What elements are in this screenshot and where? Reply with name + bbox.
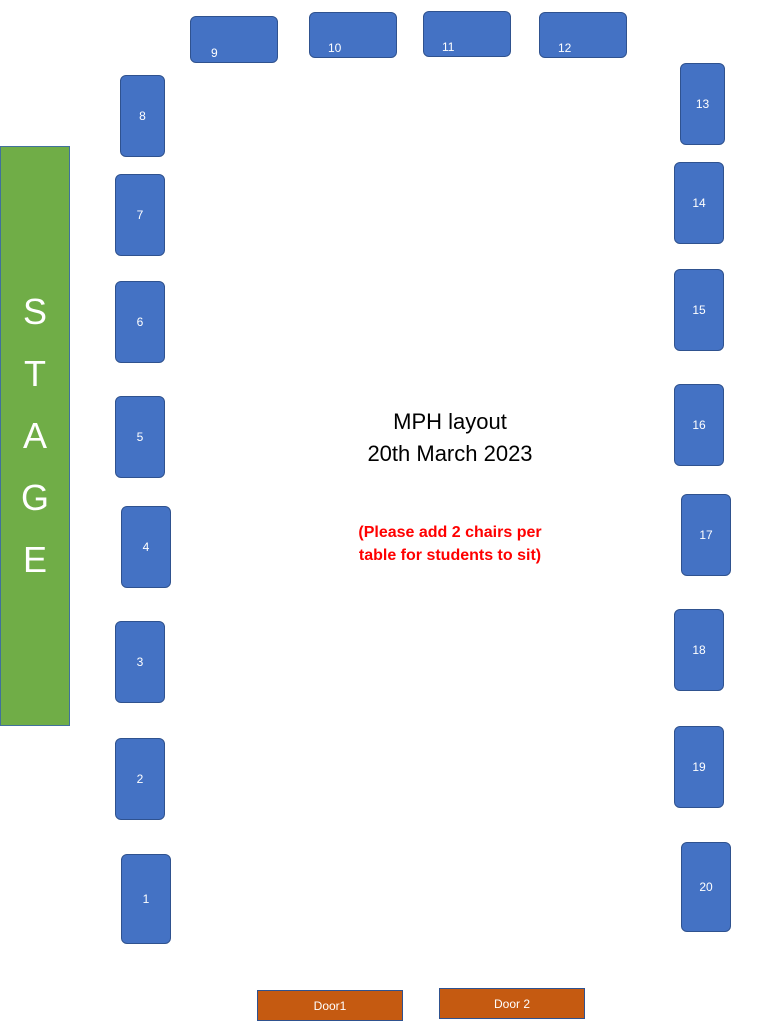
table-14: 14 <box>674 162 724 244</box>
stage-letter: G <box>20 477 49 518</box>
table-label: 13 <box>695 97 710 111</box>
table-9: 9 <box>190 16 278 63</box>
table-label: 1 <box>142 892 150 906</box>
table-10: 10 <box>309 12 397 58</box>
stage: S T A G E <box>0 146 70 726</box>
table-2: 2 <box>115 738 165 820</box>
table-label: 6 <box>136 315 144 329</box>
table-label: 4 <box>142 540 150 554</box>
table-label: 12 <box>558 41 572 55</box>
table-label: 8 <box>139 109 146 123</box>
note-line-2: table for students to sit) <box>358 547 542 564</box>
table-11: 11 <box>423 11 511 57</box>
layout-title: MPH layout 20th March 2023 <box>300 406 600 470</box>
stage-letter: A <box>22 415 47 456</box>
table-20: 20 <box>681 842 731 932</box>
table-label: 2 <box>136 772 144 786</box>
table-6: 6 <box>115 281 165 363</box>
note-line-1: (Please add 2 chairs per <box>358 524 542 541</box>
stage-letter: S <box>22 291 47 332</box>
table-17: 17 <box>681 494 731 576</box>
table-5: 5 <box>115 396 165 478</box>
door-1: Door1 <box>257 990 403 1021</box>
table-label: 5 <box>136 430 144 444</box>
table-label: 18 <box>692 643 706 657</box>
table-7: 7 <box>115 174 165 256</box>
table-label: 7 <box>136 208 144 222</box>
stage-letter: E <box>22 539 47 580</box>
table-16: 16 <box>674 384 724 466</box>
table-3: 3 <box>115 621 165 703</box>
table-label: 3 <box>136 655 144 669</box>
table-1: 1 <box>121 854 171 944</box>
table-label: 19 <box>692 760 706 774</box>
table-18: 18 <box>674 609 724 691</box>
table-label: 16 <box>692 418 706 432</box>
table-label: 10 <box>328 41 342 55</box>
table-13: 13 <box>680 63 725 145</box>
title-line-2: 20th March 2023 <box>367 441 533 466</box>
table-15: 15 <box>674 269 724 351</box>
chairs-note: (Please add 2 chairs per table for stude… <box>330 521 570 567</box>
table-label: 14 <box>692 196 706 210</box>
stage-letter: T <box>24 353 46 394</box>
table-4: 4 <box>121 506 171 588</box>
door-label: Door 2 <box>493 996 531 1011</box>
table-label: 11 <box>442 40 455 54</box>
table-12: 12 <box>539 12 627 58</box>
table-8: 8 <box>120 75 165 157</box>
table-19: 19 <box>674 726 724 808</box>
door-label: Door1 <box>313 998 347 1013</box>
title-line-1: MPH layout <box>393 409 507 434</box>
table-label: 9 <box>211 46 218 60</box>
door-2: Door 2 <box>439 988 585 1019</box>
table-label: 15 <box>692 303 706 317</box>
table-label: 17 <box>699 528 713 542</box>
table-label: 20 <box>699 880 713 894</box>
